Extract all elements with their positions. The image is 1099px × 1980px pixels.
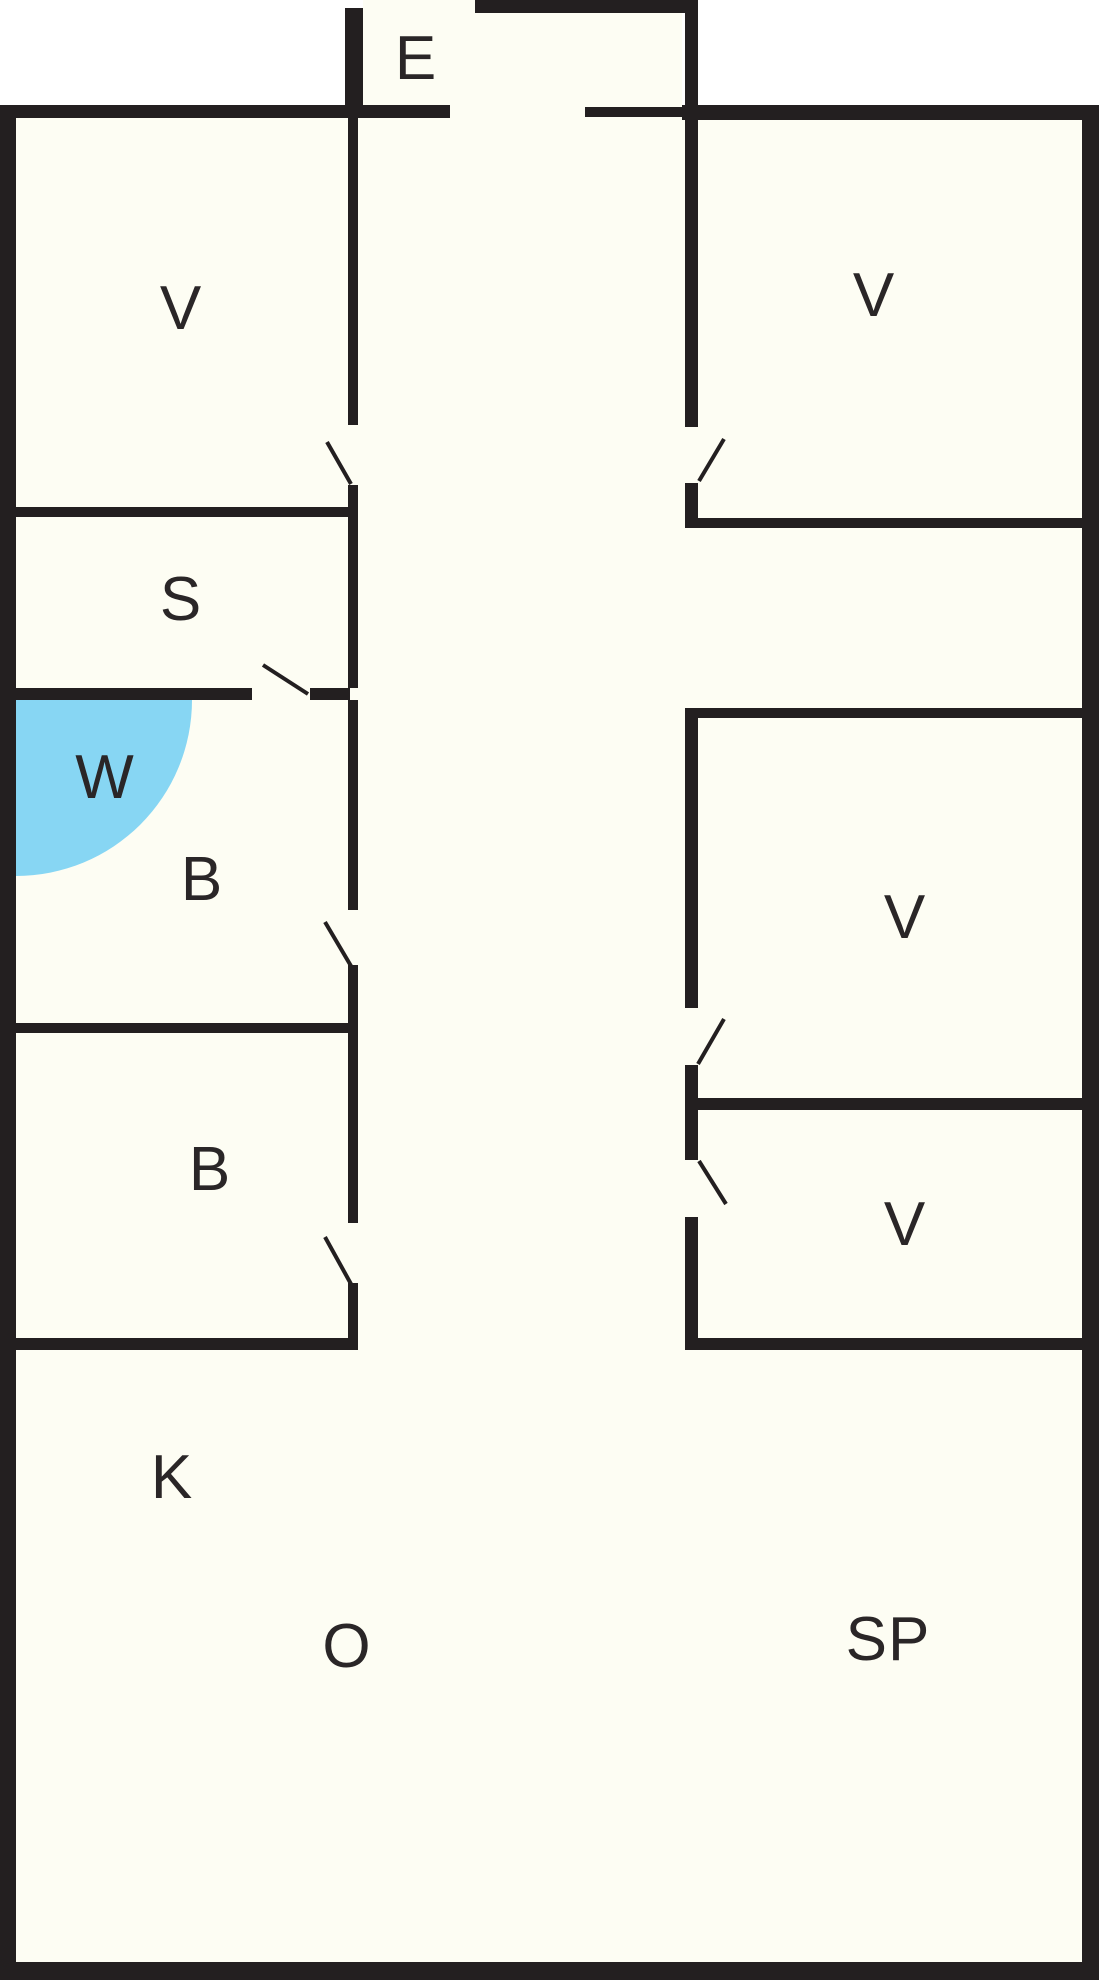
wall — [685, 1217, 698, 1350]
door-swing-line — [696, 1017, 726, 1066]
room-label-sp: SP — [845, 1605, 931, 1674]
wall — [345, 8, 363, 118]
wall — [685, 1098, 1082, 1110]
wall — [685, 1065, 698, 1160]
door-swing-line — [325, 441, 353, 485]
room-label-v: V — [159, 274, 203, 343]
wall — [0, 105, 450, 118]
wall — [1082, 105, 1099, 1980]
room-label-w: W — [75, 743, 135, 812]
wall — [15, 688, 252, 700]
room-label-b-2: B — [188, 1135, 232, 1204]
building-floor — [15, 105, 1082, 1962]
wall — [685, 1338, 1082, 1350]
door-swing-line — [261, 663, 310, 696]
wall — [310, 688, 350, 700]
wall — [685, 483, 698, 528]
wall — [15, 1338, 358, 1350]
wall — [348, 118, 358, 425]
door-swing-line — [697, 437, 726, 483]
wall — [475, 0, 697, 13]
room-label-v-4: V — [883, 1190, 927, 1259]
wall — [685, 718, 698, 1008]
wall — [685, 0, 698, 427]
wall — [0, 1962, 1099, 1980]
room-label-k: K — [150, 1443, 194, 1512]
room-label-e: E — [394, 24, 438, 93]
room-label-s: S — [159, 565, 203, 634]
wall — [585, 107, 682, 117]
room-label-b: B — [180, 845, 224, 914]
room-label-v-3: V — [883, 883, 927, 952]
wall — [0, 105, 16, 1980]
wall — [685, 518, 1082, 528]
wall — [682, 105, 1099, 120]
wall — [685, 708, 1082, 718]
wall — [348, 1283, 358, 1350]
wall — [348, 700, 358, 910]
wall — [15, 507, 350, 517]
door-swing-line — [697, 1159, 728, 1206]
wall — [348, 485, 358, 688]
door-swing-line — [323, 920, 353, 968]
entrance-vestibule-floor — [363, 0, 682, 118]
wall — [15, 1023, 348, 1033]
room-label-o: O — [322, 1612, 372, 1681]
door-swing-line — [323, 1236, 353, 1285]
wall — [348, 965, 358, 1223]
room-label-v-2: V — [852, 261, 896, 330]
